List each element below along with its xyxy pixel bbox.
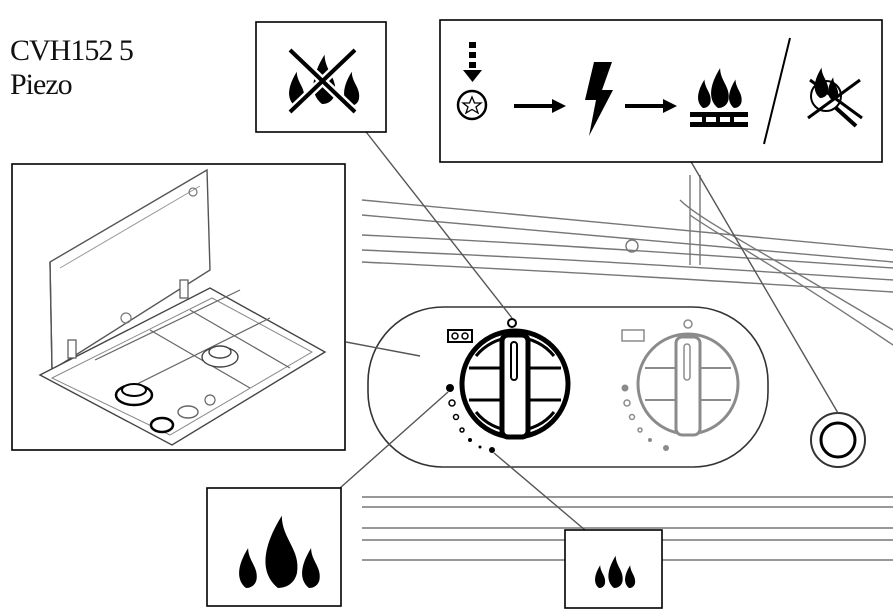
push-knob-icon	[456, 42, 488, 121]
model-title: CVH152 5 Piezo	[10, 34, 134, 102]
piezo-ignition-button[interactable]	[810, 412, 866, 468]
arrow-right-icon	[625, 99, 677, 113]
small-flame-box	[564, 529, 663, 609]
no-match-icon	[807, 67, 863, 128]
ignition-type: Piezo	[10, 68, 73, 101]
countertop-outline	[361, 175, 893, 561]
ignition-sequence-box	[439, 19, 883, 163]
right-burner-knob[interactable]	[621, 319, 740, 451]
leader-lines	[339, 127, 839, 531]
separator-slash	[763, 37, 791, 145]
no-flame-box	[255, 21, 387, 133]
model-name: CVH152 5	[10, 34, 134, 67]
large-flame-box	[206, 487, 342, 607]
left-burner-knob[interactable]	[459, 328, 571, 440]
left-knob-markings	[446, 318, 517, 453]
flame-crossed-out-icon	[286, 46, 360, 116]
spark-icon	[585, 62, 613, 136]
cooktop-inset	[11, 163, 346, 451]
arrow-right-icon	[514, 99, 566, 113]
burner-flame-icon	[690, 68, 748, 127]
